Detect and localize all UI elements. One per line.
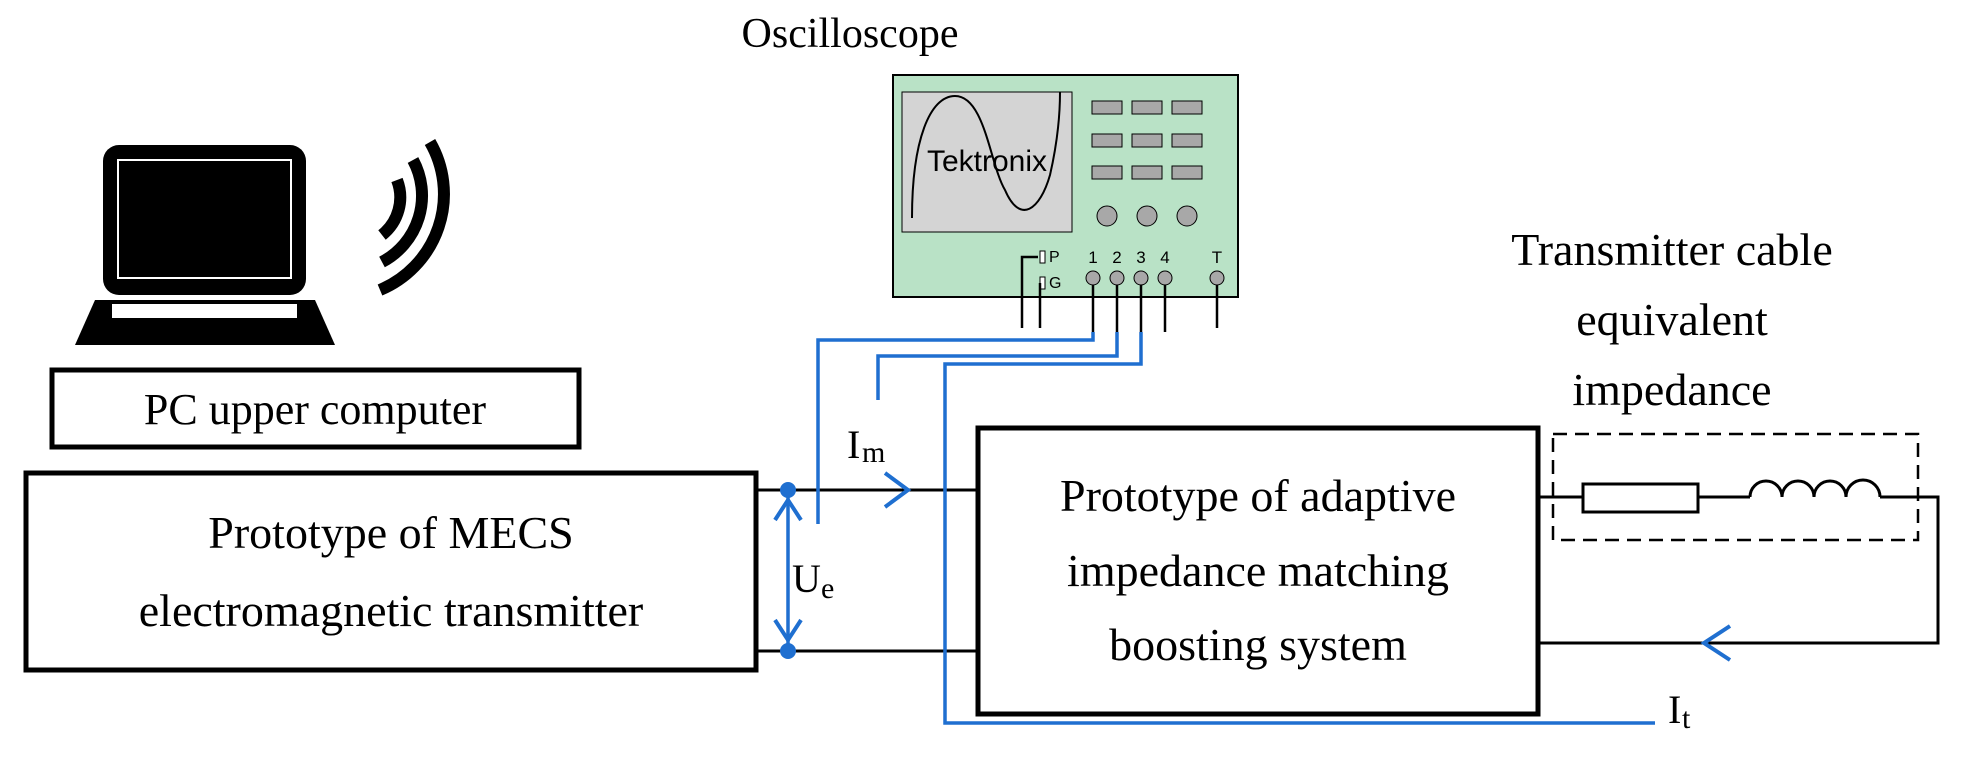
im-arrow-icon [883,471,912,509]
it-subscript: t [1682,702,1691,735]
channel-1-label: 1 [1088,248,1097,267]
ue-symbol: U [792,556,821,601]
channel-3-label: 3 [1136,248,1145,267]
ue-down-arrow-icon [773,618,803,644]
boosting-line-3: boosting system [1109,619,1407,670]
oscilloscope-brand: Tektronix [927,145,1047,178]
boosting-line-2: impedance matching [1067,545,1449,596]
cable-impedance-box [1551,432,1920,542]
mecs-transmitter-box [23,470,759,673]
channel-3-connector [1133,270,1149,286]
oscilloscope-title: Oscilloscope [742,11,959,57]
channel-4-connector [1157,270,1173,286]
label-ue: U e [792,556,834,605]
cable-line-3: impedance [1572,364,1771,415]
it-arrow-icon [1700,624,1732,662]
channel-2-connector [1109,270,1125,286]
cable-inductor [1748,478,1882,498]
ue-subscript: e [821,572,834,605]
oscilloscope-button-grid [1091,100,1203,180]
port-g-label: G [1049,275,1061,292]
channel-1-connector [1085,270,1101,286]
scope-button [1171,165,1203,180]
transmitter-line-1: Prototype of MECS [208,507,573,558]
im-subscript: m [862,436,885,469]
scope-knob [1136,205,1158,227]
oscilloscope: Tektronix P G 1 2 3 4 T [892,74,1239,332]
wireless-signal-icon [377,139,450,296]
port-p-indicator [1039,250,1046,264]
im-symbol: I [847,422,860,467]
scope-button [1131,100,1163,115]
transmitter-line-2: electromagnetic transmitter [139,585,644,636]
probe-leads [1020,255,1219,332]
cable-resistor [1581,482,1700,514]
label-it: I t [1668,687,1691,735]
scope-button [1091,133,1123,148]
pc-label-box [49,367,582,450]
it-symbol: I [1668,687,1681,732]
scope-knob [1176,205,1198,227]
boosting-line-1: Prototype of adaptive [1060,470,1456,521]
boosting-system-box [975,425,1541,717]
waveform-trace [911,91,1061,219]
ue-up-arrow-icon [773,496,803,522]
scope-button [1091,165,1123,180]
ue-top-node [780,482,796,498]
trigger-label: T [1212,248,1222,267]
cable-line-1: Transmitter cable [1511,224,1833,275]
trigger-connector [1209,270,1225,286]
laptop-icon [75,145,335,345]
label-im: I m [847,422,885,469]
scope-button [1171,133,1203,148]
port-p-label: P [1049,249,1060,266]
scope-button [1131,133,1163,148]
channel-2-label: 2 [1112,248,1121,267]
channel-4-label: 4 [1160,248,1169,267]
scope-button [1091,100,1123,115]
scope-knob [1096,205,1118,227]
cable-line-2: equivalent [1576,294,1768,345]
ue-bottom-node [780,643,796,659]
measurement-wires [786,332,1655,725]
scope-button [1171,100,1203,115]
pc-label: PC upper computer [144,385,487,434]
scope-button [1131,165,1163,180]
